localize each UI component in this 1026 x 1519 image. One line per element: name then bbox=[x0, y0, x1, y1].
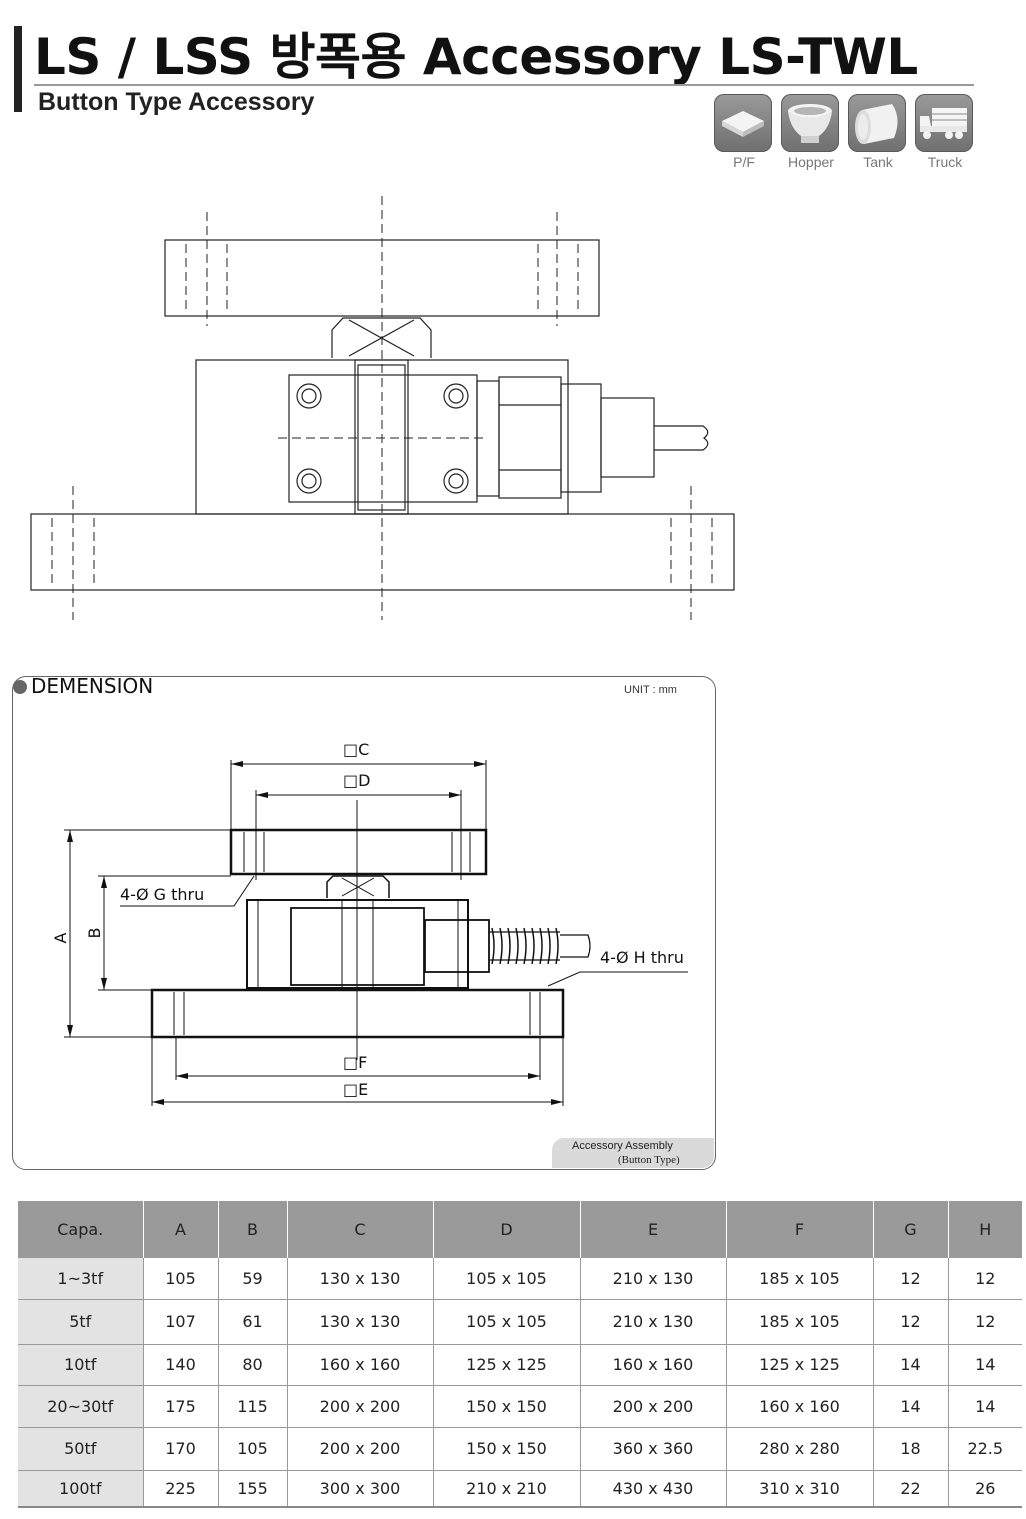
column-header: B bbox=[218, 1201, 288, 1258]
table-cell: 160 x 160 bbox=[287, 1344, 434, 1386]
assembly-caption-type: (Button Type) bbox=[618, 1154, 680, 1166]
table-cell: 18 bbox=[873, 1427, 949, 1471]
column-header: C bbox=[287, 1201, 434, 1258]
table-cell: 185 x 105 bbox=[726, 1299, 874, 1345]
table-cell: 80 bbox=[218, 1344, 288, 1386]
column-header: A bbox=[143, 1201, 219, 1258]
hopper-icon bbox=[781, 94, 839, 152]
capacity-cell: 100tf bbox=[18, 1470, 144, 1508]
title-accent-bar bbox=[14, 26, 22, 112]
table-cell: 22 bbox=[873, 1470, 949, 1508]
table-cell: 175 bbox=[143, 1385, 219, 1428]
column-header: H bbox=[948, 1201, 1022, 1258]
table-cell: 61 bbox=[218, 1299, 288, 1345]
assembly-caption-title: Accessory Assembly bbox=[572, 1140, 673, 1152]
table-cell: 26 bbox=[948, 1470, 1022, 1508]
column-header: D bbox=[433, 1201, 581, 1258]
table-cell: 12 bbox=[948, 1258, 1022, 1300]
table-cell: 14 bbox=[873, 1385, 949, 1428]
table-cell: 14 bbox=[873, 1344, 949, 1386]
table-cell: 210 x 210 bbox=[433, 1470, 581, 1508]
platform-icon bbox=[714, 94, 772, 152]
table-cell: 130 x 130 bbox=[287, 1299, 434, 1345]
cable bbox=[654, 425, 709, 451]
table-cell: 155 bbox=[218, 1470, 288, 1508]
table-cell: 105 x 105 bbox=[433, 1299, 581, 1345]
table-cell: 130 x 130 bbox=[287, 1258, 434, 1300]
table-cell: 125 x 125 bbox=[433, 1344, 581, 1386]
table-cell: 210 x 130 bbox=[580, 1299, 727, 1345]
table-cell: 105 bbox=[218, 1427, 288, 1471]
dimension-panel bbox=[12, 676, 716, 1170]
table-cell: 12 bbox=[873, 1258, 949, 1300]
capacity-cell: 5tf bbox=[18, 1299, 144, 1345]
table-cell: 200 x 200 bbox=[287, 1385, 434, 1428]
table-cell: 280 x 280 bbox=[726, 1427, 874, 1471]
assembly-caption: Accessory Assembly (Button Type) bbox=[552, 1138, 714, 1168]
application-label: Hopper bbox=[788, 154, 834, 170]
table-cell: 430 x 430 bbox=[580, 1470, 727, 1508]
page-title: LS / LSS 방폭용 Accessory LS-TWL bbox=[34, 28, 918, 86]
application-label: Truck bbox=[927, 154, 963, 170]
table-cell: 200 x 200 bbox=[580, 1385, 727, 1428]
table-cell: 170 bbox=[143, 1427, 219, 1471]
table-cell: 210 x 130 bbox=[580, 1258, 727, 1300]
unit-label: UNIT : mm bbox=[624, 684, 677, 696]
table-cell: 105 bbox=[143, 1258, 219, 1300]
table-cell: 107 bbox=[143, 1299, 219, 1345]
column-header: F bbox=[726, 1201, 874, 1258]
table-cell: 105 x 105 bbox=[433, 1258, 581, 1300]
table-cell: 14 bbox=[948, 1385, 1022, 1428]
truck-icon bbox=[915, 94, 973, 152]
tank-icon bbox=[848, 94, 906, 152]
table-cell: 360 x 360 bbox=[580, 1427, 727, 1471]
table-cell: 150 x 150 bbox=[433, 1427, 581, 1471]
table-cell: 310 x 310 bbox=[726, 1470, 874, 1508]
table-cell: 59 bbox=[218, 1258, 288, 1300]
capacity-cell: 1~3tf bbox=[18, 1258, 144, 1300]
capacity-cell: 20~30tf bbox=[18, 1385, 144, 1428]
column-header: E bbox=[580, 1201, 727, 1258]
table-cell: 14 bbox=[948, 1344, 1022, 1386]
assembly-front-drawing bbox=[30, 196, 735, 620]
capacity-cell: 10tf bbox=[18, 1344, 144, 1386]
table-cell: 125 x 125 bbox=[726, 1344, 874, 1386]
application-tank: Tank bbox=[848, 94, 908, 170]
bullet-dot bbox=[13, 680, 27, 694]
table-cell: 185 x 105 bbox=[726, 1258, 874, 1300]
application-truck: Truck bbox=[915, 94, 975, 170]
table-cell: 160 x 160 bbox=[726, 1385, 874, 1428]
table-cell: 160 x 160 bbox=[580, 1344, 727, 1386]
table-cell: 300 x 300 bbox=[287, 1470, 434, 1508]
application-hopper: Hopper bbox=[781, 94, 841, 170]
table-cell: 140 bbox=[143, 1344, 219, 1386]
column-header: G bbox=[873, 1201, 949, 1258]
table-cell: 22.5 bbox=[948, 1427, 1022, 1471]
table-cell: 12 bbox=[873, 1299, 949, 1345]
table-cell: 115 bbox=[218, 1385, 288, 1428]
top-plate bbox=[164, 239, 600, 317]
load-button bbox=[331, 317, 432, 358]
capacity-cell: 50tf bbox=[18, 1427, 144, 1471]
application-pf: P/F bbox=[714, 94, 774, 170]
table-cell: 12 bbox=[948, 1299, 1022, 1345]
title-divider bbox=[34, 84, 974, 86]
dimension-title: DEMENSION bbox=[31, 674, 154, 698]
table-header-row: Capa. A B C D E F G H bbox=[18, 1201, 1022, 1258]
application-label: Tank bbox=[863, 154, 893, 170]
table-cell: 225 bbox=[143, 1470, 219, 1508]
page-subtitle: Button Type Accessory bbox=[38, 88, 315, 116]
application-label: P/F bbox=[733, 154, 755, 170]
table-cell: 200 x 200 bbox=[287, 1427, 434, 1471]
application-icons: P/F Hopper Tank bbox=[714, 94, 976, 174]
column-header: Capa. bbox=[18, 1201, 144, 1258]
table-cell: 150 x 150 bbox=[433, 1385, 581, 1428]
